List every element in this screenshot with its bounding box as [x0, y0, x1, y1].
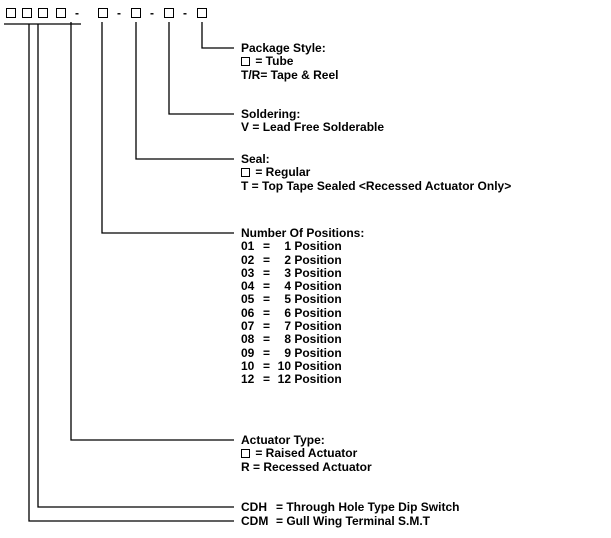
- soldering-section: Soldering: V = Lead Free Solderable: [241, 107, 385, 135]
- seal-section: Seal: = Regular T = Top Tape Sealed <Rec…: [241, 152, 512, 193]
- actuator-option-recessed: R = Recessed Actuator: [241, 459, 372, 474]
- code-box-2: [22, 8, 32, 18]
- family-cdh: CDH = Through Hole Type Dip Switch: [241, 500, 459, 514]
- seal-option-top-tape: T = Top Tape Sealed <Recessed Actuator O…: [241, 178, 512, 193]
- package-option-tape-reel: T/R= Tape & Reel: [241, 67, 339, 82]
- package-option-tube: = Tube: [241, 55, 338, 68]
- blank-code-square-icon: [241, 57, 250, 67]
- blank-code-square-icon: [241, 449, 250, 459]
- position-option: 10=10 Position: [241, 358, 342, 373]
- actuator-type-title: Actuator Type:: [241, 433, 325, 447]
- position-option: 02=2 Position: [241, 252, 342, 267]
- code-box-5: [98, 8, 108, 18]
- position-option: 12=12 Position: [241, 372, 342, 387]
- family-cdm: CDM = Gull Wing Terminal S.M.T: [241, 514, 430, 528]
- actuator-option-raised: = Raised Actuator: [241, 447, 372, 460]
- soldering-title: Soldering:: [241, 107, 301, 121]
- code-dash-3: -: [150, 6, 154, 20]
- family-code: CDM: [241, 514, 269, 528]
- seal-title: Seal:: [241, 152, 270, 166]
- actuator-type-section: Actuator Type: = Raised Actuator R = Rec…: [241, 433, 372, 474]
- code-box-1: [6, 8, 16, 18]
- family-description: = Through Hole Type Dip Switch: [276, 500, 460, 514]
- position-option: 03=3 Position: [241, 265, 342, 280]
- family-code: CDH: [241, 500, 267, 514]
- position-option: 01=1 Position: [241, 239, 342, 254]
- position-option: 07=7 Position: [241, 319, 342, 334]
- code-box-6: [131, 8, 141, 18]
- position-option: 09=9 Position: [241, 345, 342, 360]
- positions-section: Number Of Positions: 01=1 Position 02=2 …: [241, 226, 365, 387]
- code-box-8: [197, 8, 207, 18]
- soldering-option-lead-free: V = Lead Free Solderable: [241, 120, 385, 135]
- blank-code-square-icon: [241, 168, 250, 178]
- package-style-title: Package Style:: [241, 41, 326, 55]
- position-option: 06=6 Position: [241, 305, 342, 320]
- code-box-4: [56, 8, 66, 18]
- code-box-7: [164, 8, 174, 18]
- position-option: 05=5 Position: [241, 292, 342, 307]
- positions-title: Number Of Positions:: [241, 226, 365, 240]
- code-dash-2: -: [117, 6, 121, 20]
- position-option: 04=4 Position: [241, 279, 342, 294]
- family-description: = Gull Wing Terminal S.M.T: [276, 514, 431, 528]
- code-dash-1: -: [75, 6, 79, 20]
- position-option: 08=8 Position: [241, 332, 342, 347]
- code-dash-4: -: [183, 6, 187, 20]
- code-box-3: [38, 8, 48, 18]
- package-style-section: Package Style: = Tube T/R= Tape & Reel: [241, 41, 339, 82]
- seal-option-regular: = Regular: [241, 166, 511, 179]
